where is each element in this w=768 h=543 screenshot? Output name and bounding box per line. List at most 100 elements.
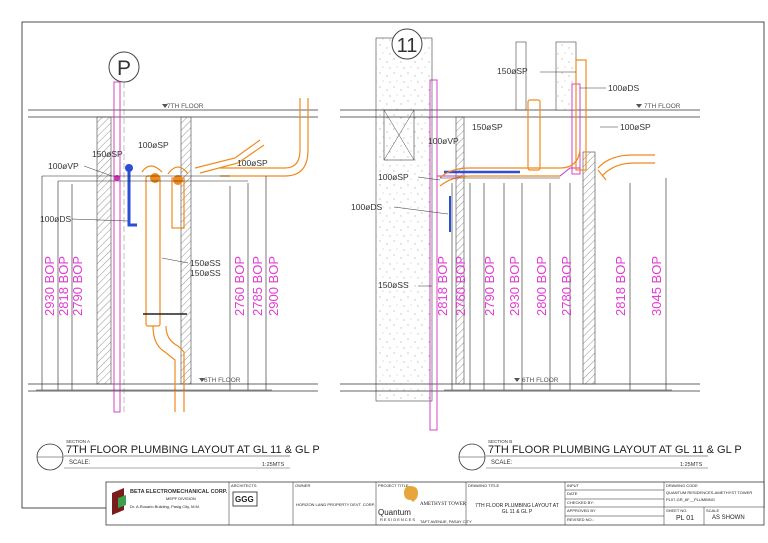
architect-logo-text: GGG: [235, 495, 254, 504]
vent-pipe-left: [113, 81, 121, 413]
label-100vp-left: 100øVP: [48, 161, 79, 171]
floor-label-6th-right: 6TH FLOOR: [522, 377, 559, 384]
wall-right: [180, 116, 192, 385]
level-marker-7th: [162, 104, 168, 108]
project-name: AMETHYST TOWER: [420, 502, 466, 507]
project-address: TAFT AVENUE, PASAY CITY: [420, 519, 472, 524]
level-marker-6th-right: [514, 378, 520, 382]
dim-texts-left: 2930 BOP 2818 BOP 2790 BOP 2760 BOP 2785…: [42, 256, 281, 316]
owner-label: OWNER: [295, 483, 311, 488]
drawing-code-2: PL07-GR_6F__PLUMBING: [666, 497, 715, 502]
label-100sp-right-b: 100øSP: [378, 172, 409, 182]
input-label: INPUT: [567, 483, 579, 488]
leader-lines-right: [393, 71, 618, 287]
label-100sp-right-a: 100øSP: [620, 122, 651, 132]
shaft-b: [555, 41, 577, 111]
dim-3045-right: 3045 BOP: [649, 256, 664, 316]
pipe-labels-left: 150øSP 100øSP 100øSP 100øVP 100øDS 150øS…: [40, 140, 268, 278]
dim-2760-right: 2760 BOP: [453, 256, 468, 316]
label-100ds-left: 100øDS: [40, 214, 72, 224]
section-tag-right: SECTION B: [488, 439, 512, 444]
approved-label: APPROVED BY: [567, 508, 596, 513]
scale-label-tb: SCALE: [706, 508, 720, 513]
contractor-address: Dr. A.Rosario Building, Pasig City, M.M.: [130, 504, 200, 509]
level-marker-7th-right: [636, 104, 642, 108]
architect-logo-frame: [232, 491, 258, 507]
revised-label: REVISED NO.:: [567, 517, 594, 522]
floor-label-7th: 7TH FLOOR: [167, 103, 204, 110]
section-title-right: 7TH FLOOR PLUMBING LAYOUT AT GL 11 & GL …: [488, 444, 742, 456]
label-100sp-left-a: 100øSP: [138, 140, 169, 150]
dim-2900-left: 2900 BOP: [266, 256, 281, 316]
drawing-code-label: DRAWING CODE: [666, 483, 698, 488]
dim-2790-left: 2790 BOP: [70, 256, 85, 316]
opening-cross-b: [383, 109, 415, 161]
leader-lines-left: [71, 165, 189, 264]
vent-pipe-right: [429, 79, 438, 431]
project-logo-sub: RESIDENCES: [380, 517, 417, 522]
label-150ss-left-a: 150øSS: [190, 258, 221, 268]
contractor-logo-accent: [118, 495, 126, 508]
section-tag-left: SECTION A: [66, 439, 90, 444]
shaft-a: [515, 41, 527, 111]
grid-label-11: 11: [397, 35, 418, 57]
checked-label: CHECKED BY:: [567, 500, 594, 505]
label-150ss-left-b: 150øSS: [190, 268, 221, 278]
label-150ss-right: 150øSS: [378, 280, 409, 290]
dim-lines-right: [440, 177, 672, 391]
dim-2818-left: 2818 BOP: [56, 256, 71, 316]
right-section: 11 7TH FLOOR 6TH FLOOR: [340, 28, 742, 471]
level-marker-6th: [199, 378, 205, 382]
label-150sp-right: 150øSP: [472, 122, 503, 132]
drawing-code: QUANTUM RESIDENCES-AMETHYST TOWER: [666, 490, 753, 495]
scale-label-left: SCALE:: [69, 460, 91, 466]
floor-label-7th-right: 7TH FLOOR: [644, 103, 681, 110]
contractor-sub: MEPF DIVISION: [166, 496, 196, 501]
section-title-left: 7TH FLOOR PLUMBING LAYOUT AT GL 11 & GL …: [66, 444, 320, 456]
column-11: [375, 37, 433, 402]
dim-lines-left: [36, 175, 272, 391]
label-100sp-left-b: 100øSP: [237, 158, 268, 168]
sanitary-pipes-left: [141, 98, 309, 412]
project-logo-text: Quantum: [378, 508, 411, 517]
water-pipe-left: [127, 165, 137, 227]
dim-2760-left: 2760 BOP: [232, 256, 247, 316]
grid-bubble-11: [391, 28, 423, 60]
contractor-name: BETA ELECTROMECHANICAL CORP.: [130, 489, 228, 495]
scale-label-right: SCALE:: [491, 460, 513, 466]
label-100vp-right: 100øVP: [428, 136, 459, 146]
wall-a-right: [455, 116, 465, 385]
architects-label: ARCHITECTS: [231, 483, 257, 488]
quantum-logo-icon: [404, 486, 418, 502]
floor-label-6th: 6TH FLOOR: [204, 377, 241, 384]
dim-2818-right-b: 2818 BOP: [613, 256, 628, 316]
water-riser-left: [125, 164, 133, 172]
label-150sp-left: 150øSP: [92, 149, 123, 159]
title-block-dividers: [228, 482, 764, 525]
dim-2780-right: 2780 BOP: [559, 256, 574, 316]
label-100ds-right-top: 100øDS: [608, 83, 640, 93]
drawing-title: 7TH FLOOR PLUMBING LAYOUT AT GL 11 & GL …: [475, 503, 559, 515]
owner-name: HORIZON LAND PROPERTY DEVT. CORP.: [296, 502, 375, 507]
dim-2930-left: 2930 BOP: [42, 256, 57, 316]
dim-2818-right-a: 2818 BOP: [435, 256, 450, 316]
left-section: P 7TH FLOOR 6TH FLOOR: [28, 51, 320, 471]
scale-value-left: 1:25MTS: [262, 462, 285, 468]
sheet-no: PL 01: [676, 515, 695, 522]
wall-b-right: [582, 151, 596, 385]
sanitary-riser-left-b: [173, 175, 183, 185]
dim-2790-right: 2790 BOP: [482, 256, 497, 316]
grid-label-p: P: [117, 57, 131, 80]
sheet-no-label: SHEET NO.: [666, 508, 688, 513]
pipe-labels-right: 150øSP 100øDS 150øSP 100øSP 100øVP 100øS…: [351, 66, 651, 290]
sanitary-riser-left-a: [150, 173, 160, 183]
title-block: [105, 481, 765, 526]
title-block-frame: [105, 481, 765, 526]
dim-2930-right: 2930 BOP: [507, 256, 522, 316]
scale-value-tb: AS SHOWN: [712, 515, 745, 521]
dim-2785-left: 2785 BOP: [250, 256, 265, 316]
scale-value-right: 1:25MTS: [680, 462, 703, 468]
vent-riser-left: [114, 175, 120, 181]
project-label: PROJECT TITLE: [378, 483, 409, 488]
